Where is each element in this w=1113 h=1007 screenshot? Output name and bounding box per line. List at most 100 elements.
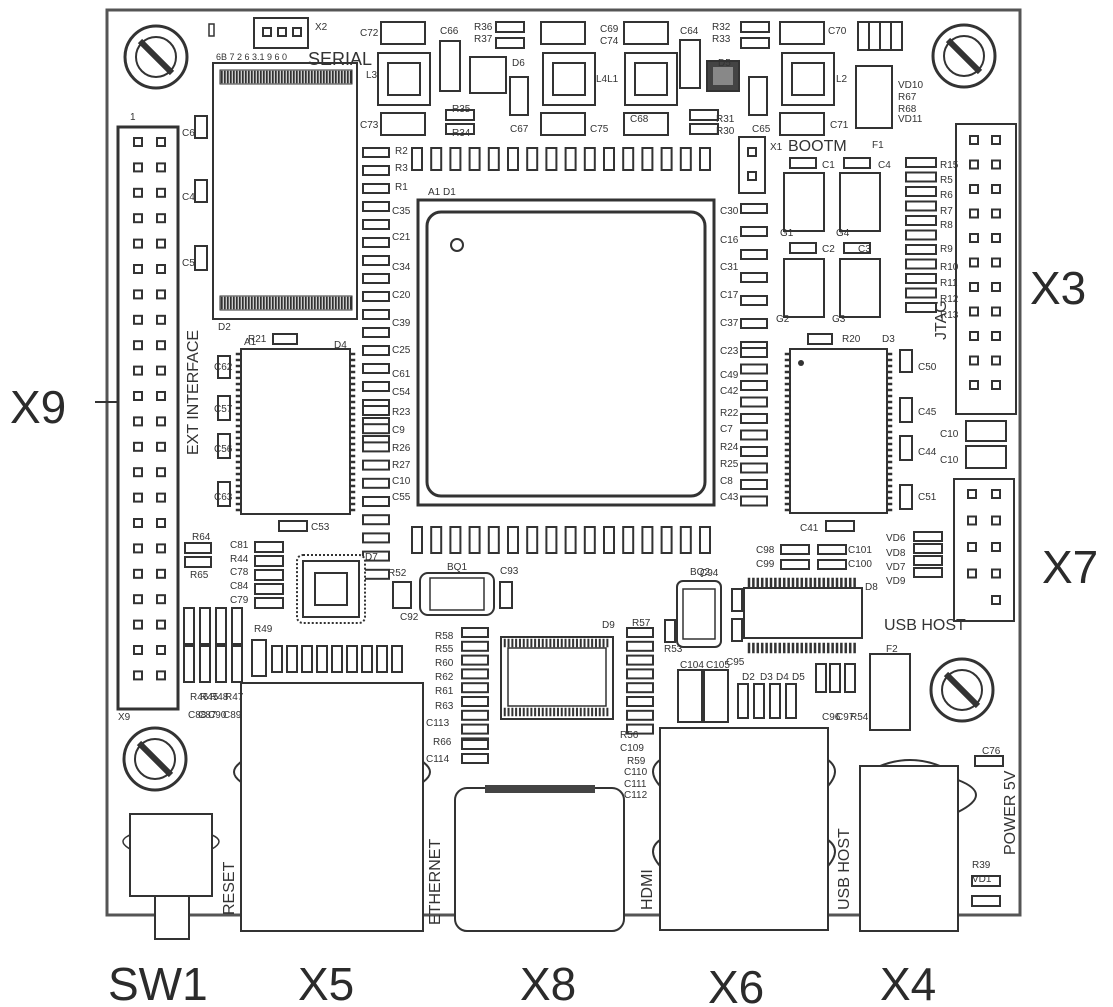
- component-label: R37: [474, 34, 493, 45]
- usb-host-right-label: USB HOST: [884, 617, 966, 634]
- component-label: C43: [720, 492, 739, 503]
- component-label: G1: [780, 228, 794, 239]
- svg-text:X2: X2: [315, 22, 328, 33]
- x9-pin: [133, 264, 143, 274]
- component-label: C1: [822, 160, 835, 171]
- component-label: R3: [395, 163, 408, 174]
- component-label: R57: [632, 618, 651, 629]
- component-label: C10: [392, 476, 411, 487]
- component-label: R8: [940, 220, 953, 231]
- component-label: R33: [712, 34, 731, 45]
- component-label: R9: [940, 244, 953, 255]
- component-label: VD10: [898, 80, 923, 91]
- x9-pin: [156, 391, 166, 401]
- component-label: R26: [392, 443, 411, 454]
- power-inductors: [377, 21, 893, 136]
- component-label: D4: [334, 340, 347, 351]
- component-label: R44: [230, 554, 249, 565]
- component-label: C3: [858, 244, 871, 255]
- x9-pin: [133, 492, 143, 503]
- component-label: G3: [832, 314, 846, 325]
- ethernet-connector-x5: [233, 682, 431, 932]
- ext-interface-label: EXT INTERFACE: [185, 330, 202, 455]
- x7-pin: [991, 595, 1001, 605]
- component-label: R66: [433, 737, 452, 748]
- x3-pin: [991, 135, 1001, 145]
- component-label: R48: [210, 692, 229, 703]
- component-label: C100: [848, 559, 872, 570]
- x3-pin: [991, 282, 1001, 292]
- component-label: C64: [680, 26, 699, 37]
- component-label: D3: [760, 672, 773, 683]
- component-label: C66: [440, 26, 459, 37]
- component-label: D4: [776, 672, 789, 683]
- component-label: C44: [918, 447, 937, 458]
- component-label: C74: [600, 36, 619, 47]
- x3-pin: [969, 184, 979, 194]
- component-label: R30: [716, 126, 735, 137]
- component-label: C6: [182, 128, 195, 139]
- component-label: C114: [426, 754, 450, 765]
- component-label: VD9: [886, 576, 906, 587]
- component-label: D3: [882, 334, 895, 345]
- x9-pin: [156, 238, 166, 249]
- x9-pin: [133, 670, 143, 681]
- component-label: R63: [435, 701, 454, 712]
- x9-pin: [156, 518, 166, 528]
- x9-pin: [133, 365, 143, 376]
- component-label: C79: [230, 595, 249, 606]
- component-label: C93: [500, 566, 519, 577]
- x3-pin: [991, 380, 1001, 390]
- ic-main-cpu: [416, 198, 716, 507]
- x3-pin: [969, 135, 979, 145]
- a1-label: A1: [244, 337, 257, 348]
- component-label: VD6: [886, 533, 906, 544]
- ic-right-memory: [789, 348, 888, 514]
- x9-pin: [133, 518, 143, 528]
- x9-pin: [156, 568, 166, 579]
- component-label: C71: [830, 120, 849, 131]
- passive-components: [183, 21, 1007, 907]
- x3-pin: [969, 331, 979, 341]
- component-label: R58: [435, 631, 454, 642]
- component-label: C41: [800, 523, 819, 534]
- component-label: R68: [898, 104, 917, 115]
- component-label: L4L1: [596, 74, 619, 85]
- x9-pin: [156, 670, 166, 681]
- component-label: VD11: [898, 114, 923, 125]
- x9-pins: [133, 137, 166, 681]
- component-label: C96: [822, 712, 841, 723]
- x3-pin: [991, 208, 1001, 219]
- component-label: C50: [918, 362, 937, 373]
- crystal-bq2: [676, 580, 722, 648]
- crystal-bq1: [419, 572, 495, 616]
- component-label: G2: [776, 314, 790, 325]
- component-label: L2: [836, 74, 848, 85]
- component-label: R53: [664, 644, 683, 655]
- component-label: R27: [392, 460, 411, 471]
- label-x5: X5: [298, 958, 354, 1007]
- serial-label: SERIAL: [308, 49, 372, 69]
- x9-pin: [133, 340, 143, 351]
- component-label: C99: [756, 559, 775, 570]
- component-label: C8: [720, 476, 733, 487]
- component-label: C70: [828, 26, 847, 37]
- component-label: C23: [720, 346, 739, 357]
- component-label: C95: [726, 657, 745, 668]
- component-label: R32: [712, 22, 731, 33]
- component-label: C101: [848, 545, 872, 556]
- x3-pin: [969, 282, 979, 292]
- component-label: C92: [400, 612, 419, 623]
- x9-pin: [133, 416, 143, 427]
- x9-pin1-label: 1: [130, 112, 136, 123]
- component-label: C10: [940, 429, 959, 440]
- component-label: C81: [230, 540, 249, 551]
- component-label: R10: [940, 262, 959, 273]
- x9-small-label: X9: [118, 712, 131, 723]
- component-label: R5: [940, 175, 953, 186]
- x3-pin: [969, 233, 979, 243]
- component-label: VD1: [972, 874, 992, 885]
- x9-pin: [156, 365, 166, 376]
- x9-pin: [133, 238, 143, 249]
- d1-label: A1 D1: [428, 187, 456, 198]
